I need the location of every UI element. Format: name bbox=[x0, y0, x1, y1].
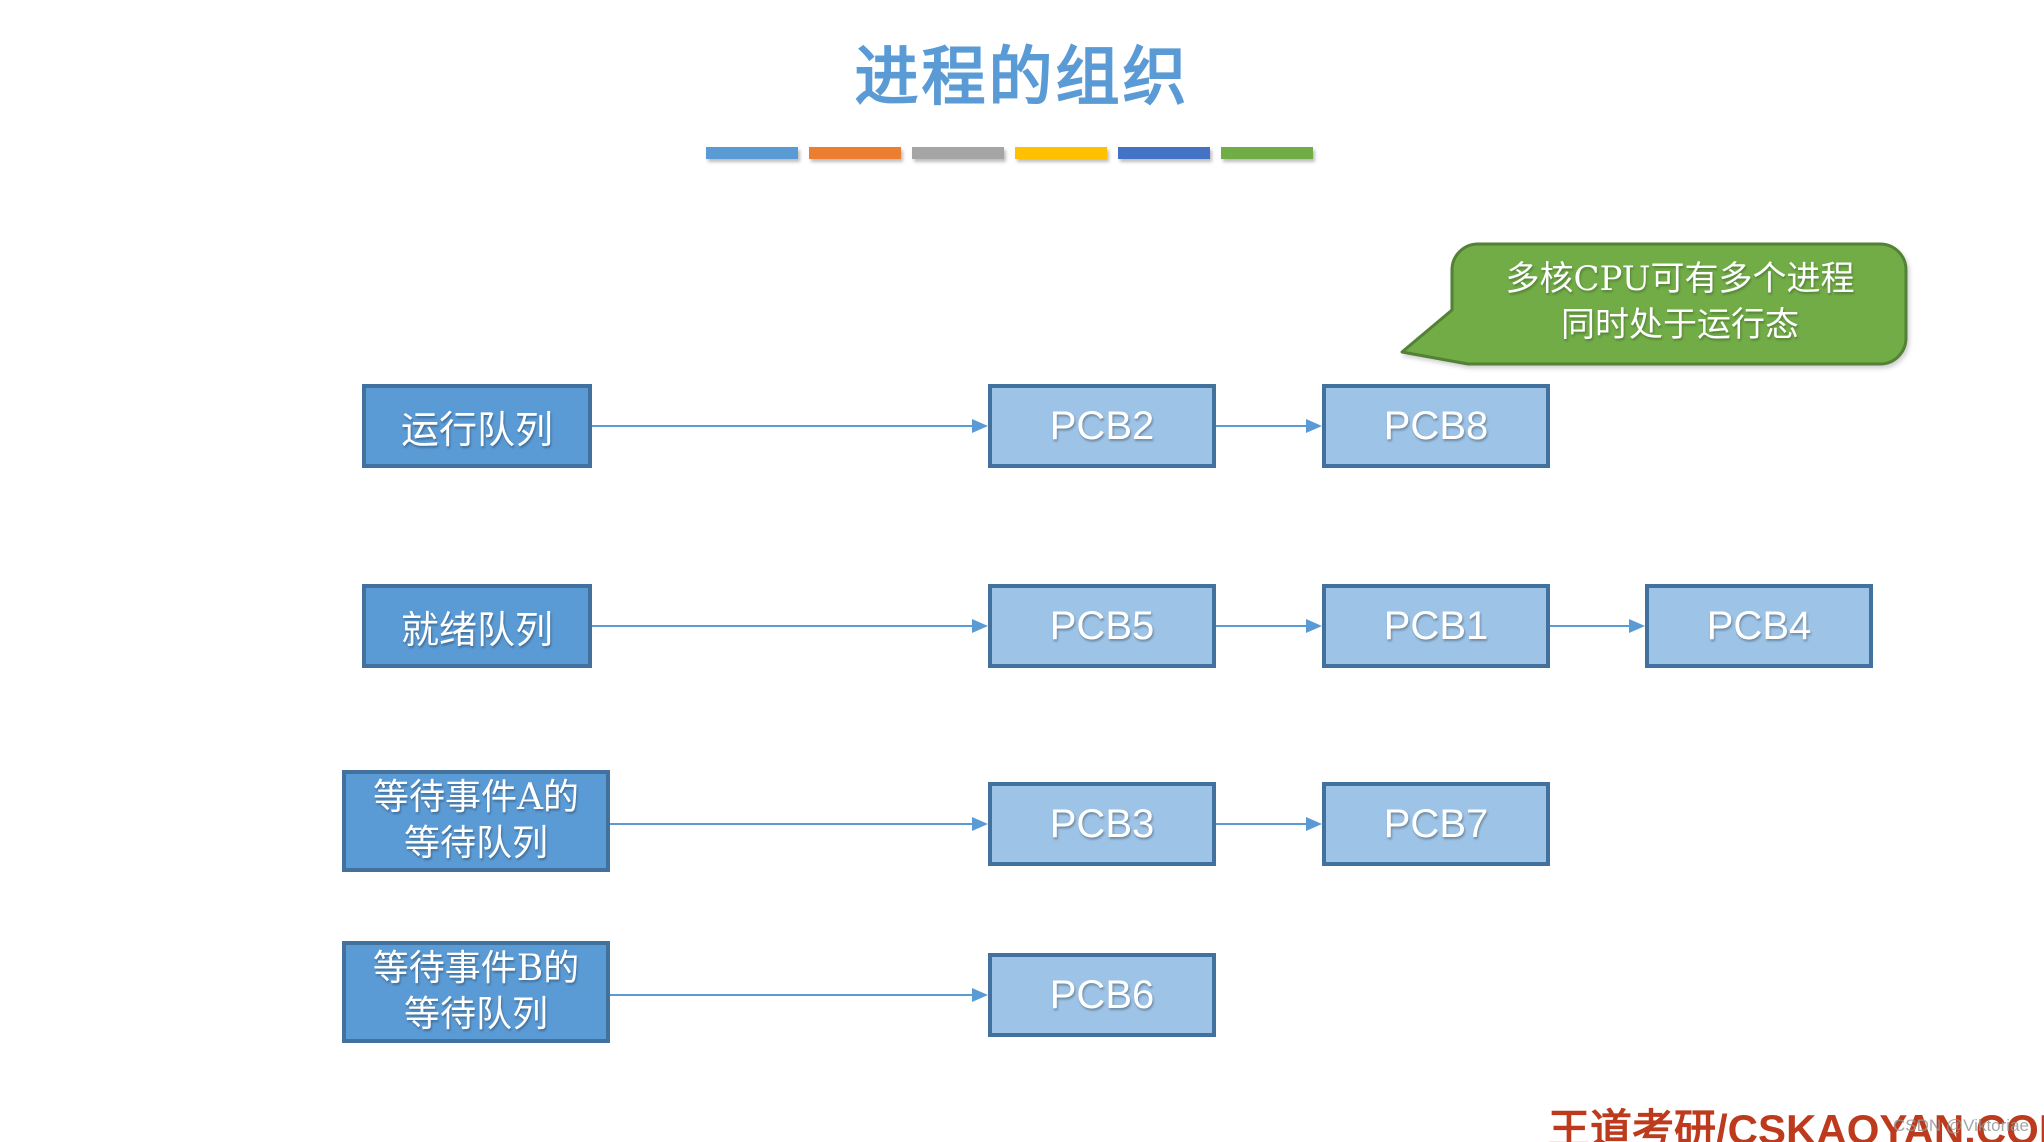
multicore-cpu-callout-shape bbox=[1400, 242, 1908, 366]
pcb-box-7: PCB7 bbox=[1322, 782, 1550, 866]
multicore-cpu-callout-text: 多核CPU可有多个进程 同时处于运行态 bbox=[1458, 256, 1902, 348]
arrowhead-icon bbox=[1306, 619, 1322, 633]
arrow-running-to-pcb2 bbox=[592, 419, 988, 433]
queue-label-line2: 等待队列 bbox=[403, 823, 548, 864]
pcb-box-2: PCB2 bbox=[988, 384, 1216, 468]
arrowhead-icon bbox=[1306, 817, 1322, 831]
pcb-box-6: PCB6 bbox=[988, 953, 1216, 1037]
accent-bar-gray bbox=[912, 147, 1004, 159]
arrow-line bbox=[1550, 625, 1629, 627]
arrow-line bbox=[592, 625, 972, 627]
queue-box-ready: 就绪队列 bbox=[362, 584, 592, 668]
arrow-line bbox=[1216, 823, 1306, 825]
pcb-box-5: PCB5 bbox=[988, 584, 1216, 668]
pcb-label: PCB8 bbox=[1383, 403, 1489, 448]
accent-bar-green bbox=[1221, 147, 1313, 159]
accent-bar-gold bbox=[1015, 147, 1107, 159]
accent-bar-dark-blue bbox=[1118, 147, 1210, 159]
arrow-line bbox=[1216, 625, 1306, 627]
accent-bar-blue bbox=[706, 147, 798, 159]
queue-box-running: 运行队列 bbox=[362, 384, 592, 468]
brand-name-cn: 王道考研 bbox=[1548, 1105, 1717, 1142]
queue-label-line2: 等待队列 bbox=[403, 994, 548, 1035]
arrowhead-icon bbox=[1629, 619, 1645, 633]
brand-site-url: /CSKAOYAN.COM bbox=[1716, 1106, 2044, 1142]
arrow-line bbox=[592, 425, 972, 427]
callout-line1: 多核CPU可有多个进程 bbox=[1505, 259, 1855, 299]
arrow-ready-to-pcb5 bbox=[592, 619, 988, 633]
arrowhead-icon bbox=[972, 817, 988, 831]
arrow-line bbox=[1216, 425, 1306, 427]
queue-label: 运行队列 bbox=[400, 407, 553, 452]
pcb-label: PCB3 bbox=[1049, 801, 1155, 846]
pcb-label: PCB1 bbox=[1383, 603, 1489, 648]
arrowhead-icon bbox=[1306, 419, 1322, 433]
pcb-label: PCB7 bbox=[1383, 801, 1489, 846]
arrowhead-icon bbox=[972, 419, 988, 433]
arrow-line bbox=[610, 994, 972, 996]
pcb-label: PCB5 bbox=[1049, 603, 1155, 648]
pcb-label: PCB6 bbox=[1049, 972, 1155, 1017]
slide-title: 进程的组织 bbox=[854, 40, 1190, 115]
accent-bars bbox=[706, 147, 1313, 159]
arrow-waiting-a-to-pcb3 bbox=[610, 817, 988, 831]
queue-label-line1: 等待事件B的 bbox=[372, 948, 580, 989]
arrowhead-icon bbox=[972, 619, 988, 633]
watermark-text: CSDN @Viktoriae bbox=[1893, 1116, 2029, 1135]
arrow-pcb2-to-pcb8 bbox=[1216, 419, 1322, 433]
pcb-box-1: PCB1 bbox=[1322, 584, 1550, 668]
queue-label: 就绪队列 bbox=[400, 607, 553, 652]
pcb-box-3: PCB3 bbox=[988, 782, 1216, 866]
pcb-label: PCB2 bbox=[1049, 403, 1155, 448]
arrowhead-icon bbox=[972, 988, 988, 1002]
arrow-waiting-b-to-pcb6 bbox=[610, 988, 988, 1002]
pcb-box-4: PCB4 bbox=[1645, 584, 1873, 668]
brand-text: 王道考研/CSKAOYAN.COM bbox=[1548, 1096, 2044, 1142]
arrow-pcb3-to-pcb7 bbox=[1216, 817, 1322, 831]
accent-bar-orange bbox=[809, 147, 901, 159]
pcb-label: PCB4 bbox=[1706, 603, 1812, 648]
pcb-box-8: PCB8 bbox=[1322, 384, 1550, 468]
arrow-line bbox=[610, 823, 972, 825]
callout-line2: 同时处于运行态 bbox=[1561, 305, 1799, 345]
queue-box-waiting-a: 等待事件A的 等待队列 bbox=[342, 770, 610, 872]
queue-label-line1: 等待事件A的 bbox=[373, 777, 579, 818]
queue-box-waiting-b: 等待事件B的 等待队列 bbox=[342, 941, 610, 1043]
arrow-pcb5-to-pcb1 bbox=[1216, 619, 1322, 633]
arrow-pcb1-to-pcb4 bbox=[1550, 619, 1645, 633]
